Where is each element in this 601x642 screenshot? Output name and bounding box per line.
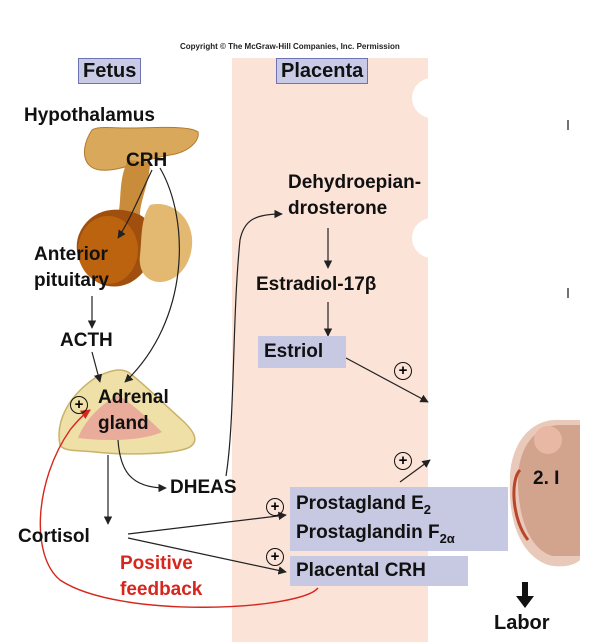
plus-adrenal-icon: + — [70, 396, 88, 414]
fetus-illustration — [509, 419, 580, 567]
prostaglandin-f2a-subscript: 2α — [439, 530, 455, 546]
estriol-box — [258, 336, 346, 368]
copyright-notice: Copyright © The McGraw-Hill Companies, I… — [180, 42, 400, 51]
positive-feedback-arrow — [39, 409, 319, 608]
step-2-label: 2. I — [533, 468, 560, 489]
plus-estriol-icon: + — [394, 362, 412, 380]
placenta-header: Placenta — [276, 58, 369, 84]
plus-placental-crh-icon: + — [266, 548, 284, 566]
dehydroepian-label: Dehydroepian- — [288, 172, 422, 193]
placenta-scallop-middle — [412, 218, 452, 258]
estriol-label: Estriol — [264, 341, 324, 362]
prostaglandin-e2-label: Prostagland E2 — [296, 493, 431, 517]
hypothalamus-label: Hypothalamus — [24, 105, 155, 126]
prostaglandin-f2a-label: Prostaglandin F2α — [296, 522, 455, 546]
arrows — [87, 167, 431, 575]
feedback-label: feedback — [120, 579, 203, 600]
placental-crh-label: Placental CRH — [296, 560, 426, 581]
plus-prostaglandin-icon: + — [394, 452, 412, 470]
drosterone-label: drosterone — [288, 198, 388, 219]
labor-arrow-head — [516, 596, 534, 608]
pituitary-label: pituitary — [34, 270, 109, 291]
dheas-label: DHEAS — [170, 477, 237, 498]
gland-label: gland — [98, 413, 149, 434]
crh-label: CRH — [126, 150, 168, 171]
estradiol-label: Estradiol-17β — [256, 274, 377, 295]
cortisol-label: Cortisol — [18, 526, 90, 547]
adrenal-label: Adrenal — [98, 387, 169, 408]
fetus-header: Fetus — [78, 58, 142, 84]
positive-label: Positive — [120, 553, 193, 574]
placental-crh-box — [290, 556, 468, 586]
plus-prostaglandin-left-icon: + — [266, 498, 284, 516]
prostaglandin-box — [290, 487, 508, 551]
anterior-label: Anterior — [34, 244, 108, 265]
prostaglandin-e2-subscript: 2 — [423, 501, 431, 517]
adrenal-illustration — [58, 369, 196, 455]
acth-label: ACTH — [60, 330, 113, 351]
labor-label: Labor — [494, 612, 550, 634]
placenta-scallop-top — [412, 78, 452, 118]
